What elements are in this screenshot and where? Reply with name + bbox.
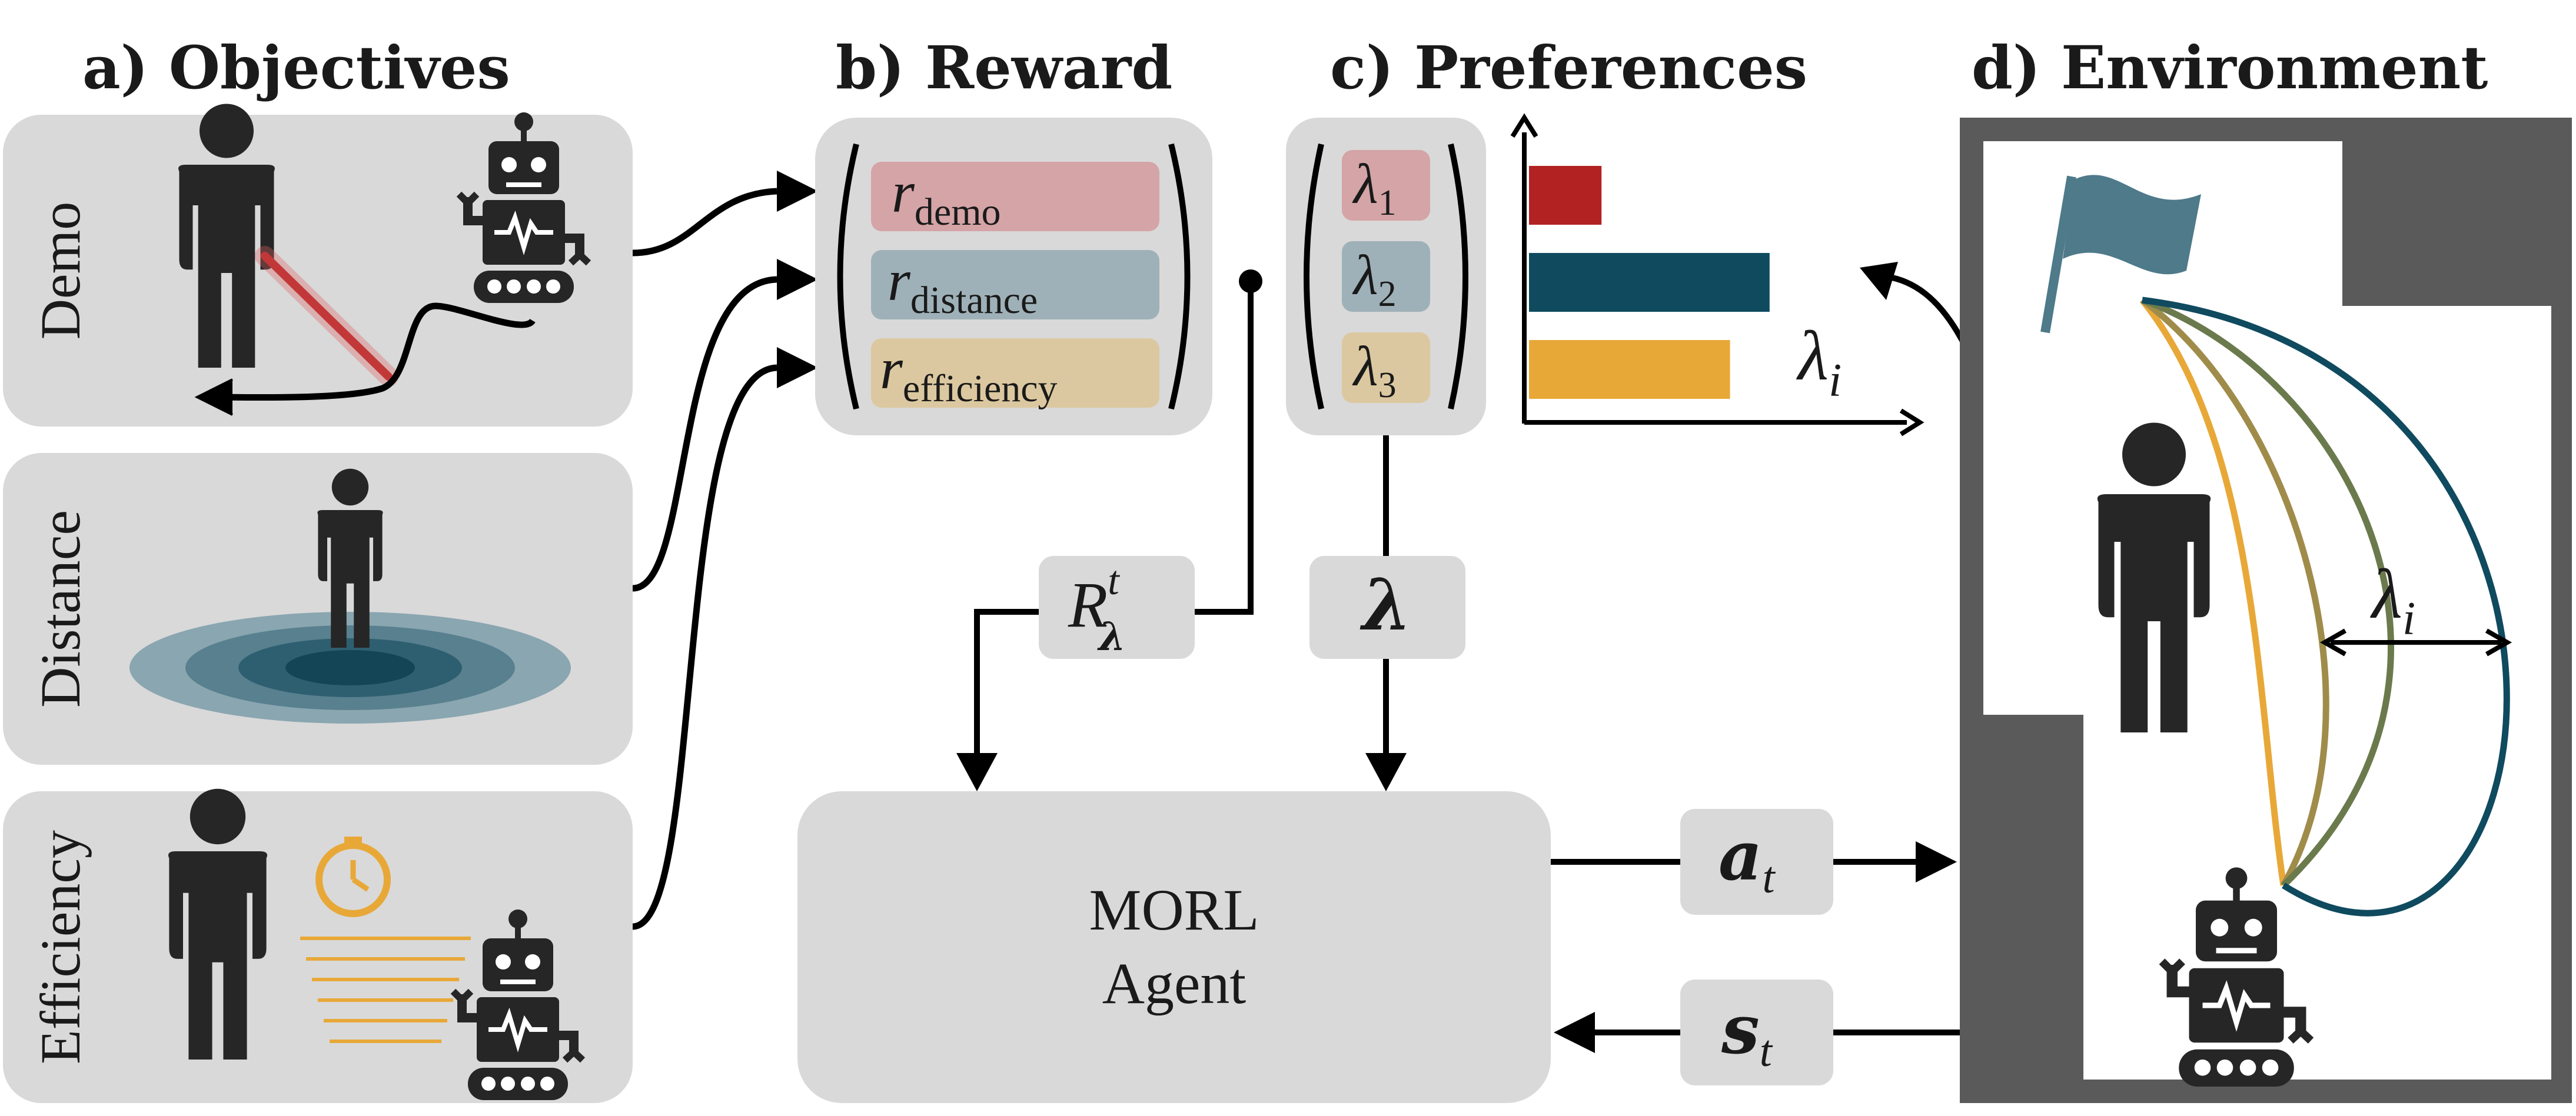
- heading-preferences: c) Preferences: [1330, 33, 1807, 102]
- svg-text:λ: λ: [1360, 564, 1412, 647]
- state-signal: st: [1680, 980, 1833, 1085]
- svg-text:at: at: [1719, 817, 1776, 902]
- reward-vector: rdemo rdistance refficiency: [815, 118, 1212, 435]
- objective-panel-distance: Distance: [3, 453, 633, 765]
- morl-agent: MORL Agent: [797, 791, 1551, 1103]
- preference-term-3: λ3: [1342, 332, 1430, 405]
- flag-icon: [2040, 175, 2201, 334]
- preference-vector: λ1 λ2 λ3: [1286, 118, 1486, 435]
- objective-arrows: [632, 188, 777, 930]
- svg-text:λi: λi: [1796, 317, 1842, 407]
- action-signal: at: [1680, 809, 1833, 915]
- preference-term-2: λ2: [1342, 241, 1430, 314]
- reward-term-distance: rdistance: [871, 248, 1159, 322]
- objective-label-distance: Distance: [29, 510, 92, 708]
- heading-environment: d) Environment: [1972, 33, 2488, 102]
- trajectories: [2139, 297, 2510, 917]
- reward-term-efficiency: refficiency: [871, 336, 1159, 410]
- bar-chart-axis-label: λ: [1796, 317, 1829, 395]
- objective-label-efficiency: Efficiency: [29, 830, 92, 1064]
- agent-label-line2: Agent: [1102, 951, 1247, 1016]
- trajectory-spread-arrow: λi: [2319, 555, 2512, 657]
- demo-trajectory: [211, 302, 536, 401]
- svg-text:λ1: λ1: [1352, 152, 1397, 223]
- svg-text:refficiency: refficiency: [880, 336, 1058, 410]
- objective-label-demo: Demo: [29, 202, 92, 340]
- speed-lines: [300, 937, 471, 1043]
- svg-text:st: st: [1721, 990, 1773, 1076]
- objective-panel-efficiency: Efficiency: [3, 788, 633, 1103]
- heading-reward: b) Reward: [836, 33, 1172, 102]
- svg-text:Rtλ: Rtλ: [1068, 558, 1126, 659]
- environment-panel: λi: [1960, 118, 2572, 1103]
- preference-signal: λ: [1309, 556, 1465, 659]
- environment-floor: [1983, 141, 2551, 1080]
- reward-term-demo: rdemo: [871, 159, 1159, 234]
- preference-bar-1: [1529, 166, 1602, 225]
- preference-term-1: λ1: [1342, 150, 1430, 223]
- dot-product-operator: [1239, 269, 1262, 293]
- svg-text:rdistance: rdistance: [888, 248, 1038, 322]
- preference-bar-chart: λi: [1510, 113, 1924, 437]
- agent-label-line1: MORL: [1089, 877, 1259, 942]
- heading-objectives: a) Objectives: [82, 33, 510, 102]
- stopwatch-icon: [315, 837, 391, 917]
- distance-rings-icon: [129, 612, 571, 724]
- svg-text:λi: λi: [2370, 555, 2415, 645]
- preference-bar-2: [1529, 253, 1770, 312]
- svg-text:λ3: λ3: [1352, 335, 1397, 405]
- preference-bar-3: [1529, 340, 1730, 399]
- svg-text:λ2: λ2: [1352, 244, 1397, 314]
- svg-text:rdemo: rdemo: [892, 159, 1001, 234]
- demo-line: [261, 252, 393, 381]
- objective-panel-demo: Demo: [3, 104, 633, 427]
